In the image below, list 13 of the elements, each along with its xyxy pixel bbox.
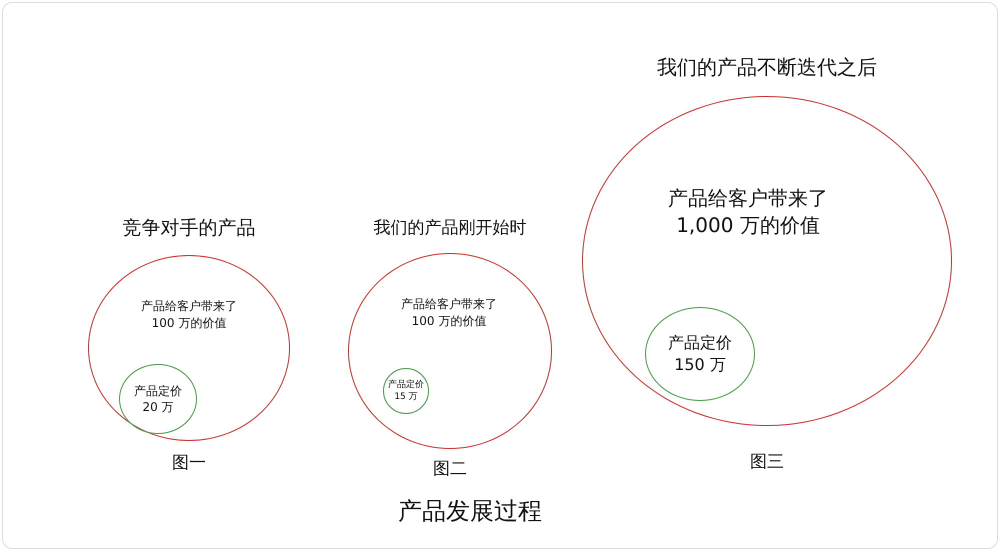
circle-heading: 我们的产品不断迭代之后 <box>657 54 877 81</box>
circle-heading: 我们的产品刚开始时 <box>374 217 526 239</box>
value-text: 产品给客户带来了100 万的价值 <box>400 296 498 330</box>
circle-heading: 竞争对手的产品 <box>122 216 256 241</box>
figure-caption: 图二 <box>433 458 467 480</box>
figure-caption: 图三 <box>750 451 784 473</box>
diagram-caption: 产品发展过程 <box>397 496 543 527</box>
value-text: 产品给客户带来了1,000 万的价值 <box>667 185 829 239</box>
price-circle: 产品定价150 万 <box>645 307 755 401</box>
price-circle: 产品定价15 万 <box>383 368 429 414</box>
figure-caption: 图一 <box>172 452 206 474</box>
price-circle: 产品定价20 万 <box>119 364 197 434</box>
value-text: 产品给客户带来了100 万的价值 <box>140 298 238 332</box>
